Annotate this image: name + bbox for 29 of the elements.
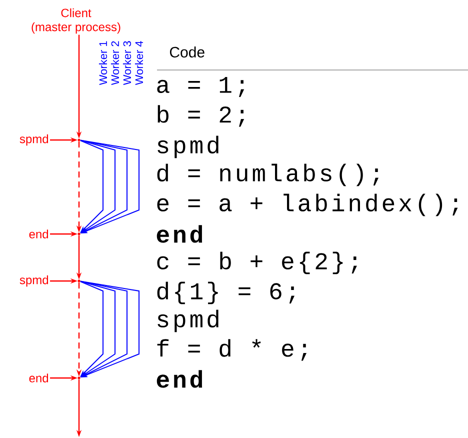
client-label: Client (master process) <box>32 8 120 34</box>
column-heading: Code <box>170 46 204 58</box>
worker-path <box>80 140 128 234</box>
section-label: end <box>29 230 48 238</box>
code-line: e = a + labindex(); <box>157 194 458 216</box>
timeline-point <box>78 376 80 380</box>
worker-path <box>80 280 140 378</box>
code-line: end <box>156 225 202 243</box>
timeline-point <box>78 280 80 282</box>
section-label: spmd <box>20 134 48 146</box>
section-label: end <box>29 374 48 382</box>
worker-path <box>80 280 128 378</box>
worker-label: Worker 3 <box>122 41 132 86</box>
code-line: spmd <box>158 310 218 332</box>
code-line: f = d * e; <box>157 339 306 361</box>
code-line: a = 1; <box>157 76 244 98</box>
worker-label: Worker 2 <box>110 41 120 86</box>
code-line: b = 2; <box>158 105 244 127</box>
code-line: end <box>156 370 202 388</box>
worker-path <box>80 140 140 234</box>
code-line: d{1} = 6; <box>157 282 294 304</box>
code-line: c = b + e{2}; <box>157 252 357 274</box>
worker-label: Worker 1 <box>98 41 108 86</box>
section-label: spmd <box>20 275 48 287</box>
timeline-point <box>78 232 80 236</box>
timeline-point <box>78 138 80 142</box>
code-line: d = numlabs(); <box>157 164 378 186</box>
code-line: spmd <box>158 136 218 158</box>
worker-label: Worker 4 <box>134 41 144 86</box>
